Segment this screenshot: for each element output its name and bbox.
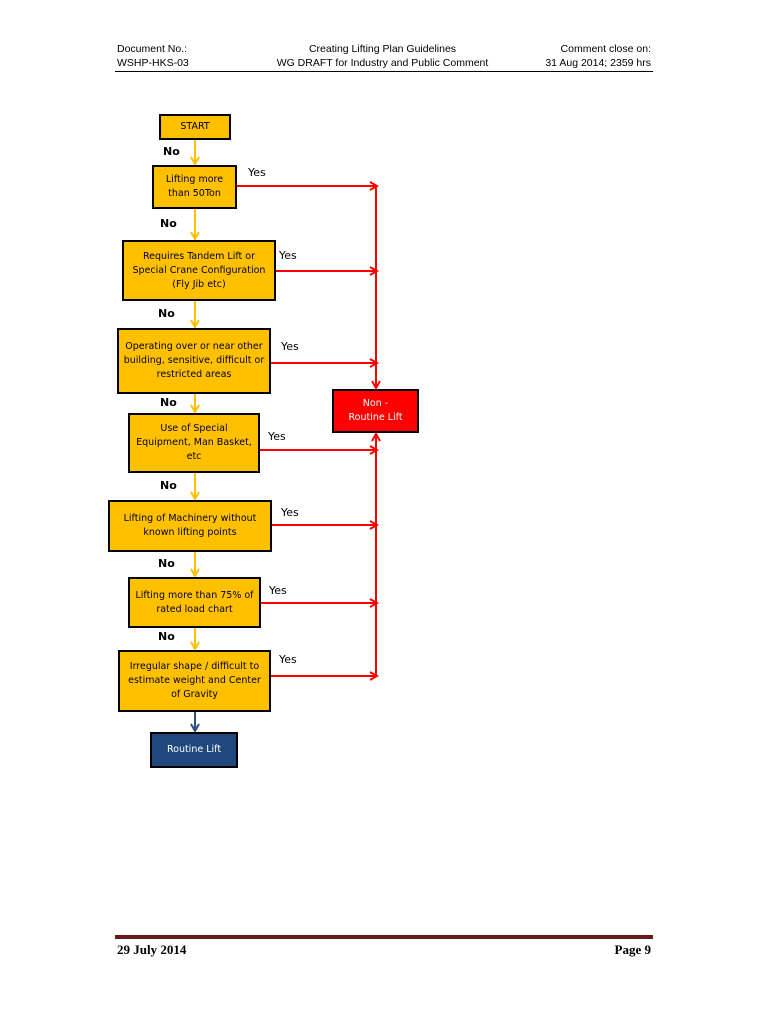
- yes-label-4: Yes: [268, 430, 286, 443]
- header-title-block: Creating Lifting Plan Guidelines WG DRAF…: [230, 42, 535, 70]
- document-number: WSHP-HKS-03: [117, 57, 189, 69]
- non-routine-lift-box: Non - Routine Lift: [332, 389, 419, 433]
- yes-label-6: Yes: [269, 584, 287, 597]
- header-document-number: Document No.: WSHP-HKS-03: [117, 42, 189, 70]
- footer-page-number: Page 9: [614, 942, 651, 957]
- document-subtitle: WG DRAFT for Industry and Public Comment: [276, 57, 489, 69]
- document-title: Creating Lifting Plan Guidelines: [308, 43, 457, 55]
- no-label-1: No: [163, 145, 180, 158]
- no-label-7: No: [158, 630, 175, 643]
- step-machinery-lifting-points: Lifting of Machinery without known lifti…: [108, 500, 272, 552]
- step-irregular-shape: Irregular shape / difficult to estimate …: [118, 650, 271, 712]
- footer-date: 29 July 2014: [117, 942, 187, 957]
- yes-label-3: Yes: [281, 340, 299, 353]
- step-over-75-percent: Lifting more than 75% of rated load char…: [128, 577, 261, 628]
- no-label-5: No: [160, 479, 177, 492]
- no-label-3: No: [158, 307, 175, 320]
- yes-label-7: Yes: [279, 653, 297, 666]
- comment-close-date: 31 Aug 2014; 2359 hrs: [545, 57, 651, 69]
- no-label-6: No: [158, 557, 175, 570]
- routine-lift-box: Routine Lift: [150, 732, 238, 768]
- step-tandem-lift: Requires Tandem Lift or Special Crane Co…: [122, 240, 276, 301]
- document-label: Document No.:: [117, 43, 188, 55]
- header-comment-close: Comment close on: 31 Aug 2014; 2359 hrs: [545, 42, 651, 70]
- header-divider: [115, 71, 653, 72]
- footer-divider: [115, 935, 653, 939]
- step-special-equipment: Use of Special Equipment, Man Basket, et…: [128, 413, 260, 473]
- yes-label-1: Yes: [248, 166, 266, 179]
- start-box: START: [159, 114, 231, 140]
- no-label-4: No: [160, 396, 177, 409]
- comment-close-label: Comment close on:: [560, 43, 651, 55]
- no-label-2: No: [160, 217, 177, 230]
- yes-label-2: Yes: [279, 249, 297, 262]
- yes-label-5: Yes: [281, 506, 299, 519]
- step-restricted-areas: Operating over or near other building, s…: [117, 328, 271, 394]
- step-lifting-over-50ton: Lifting more than 50Ton: [152, 165, 237, 209]
